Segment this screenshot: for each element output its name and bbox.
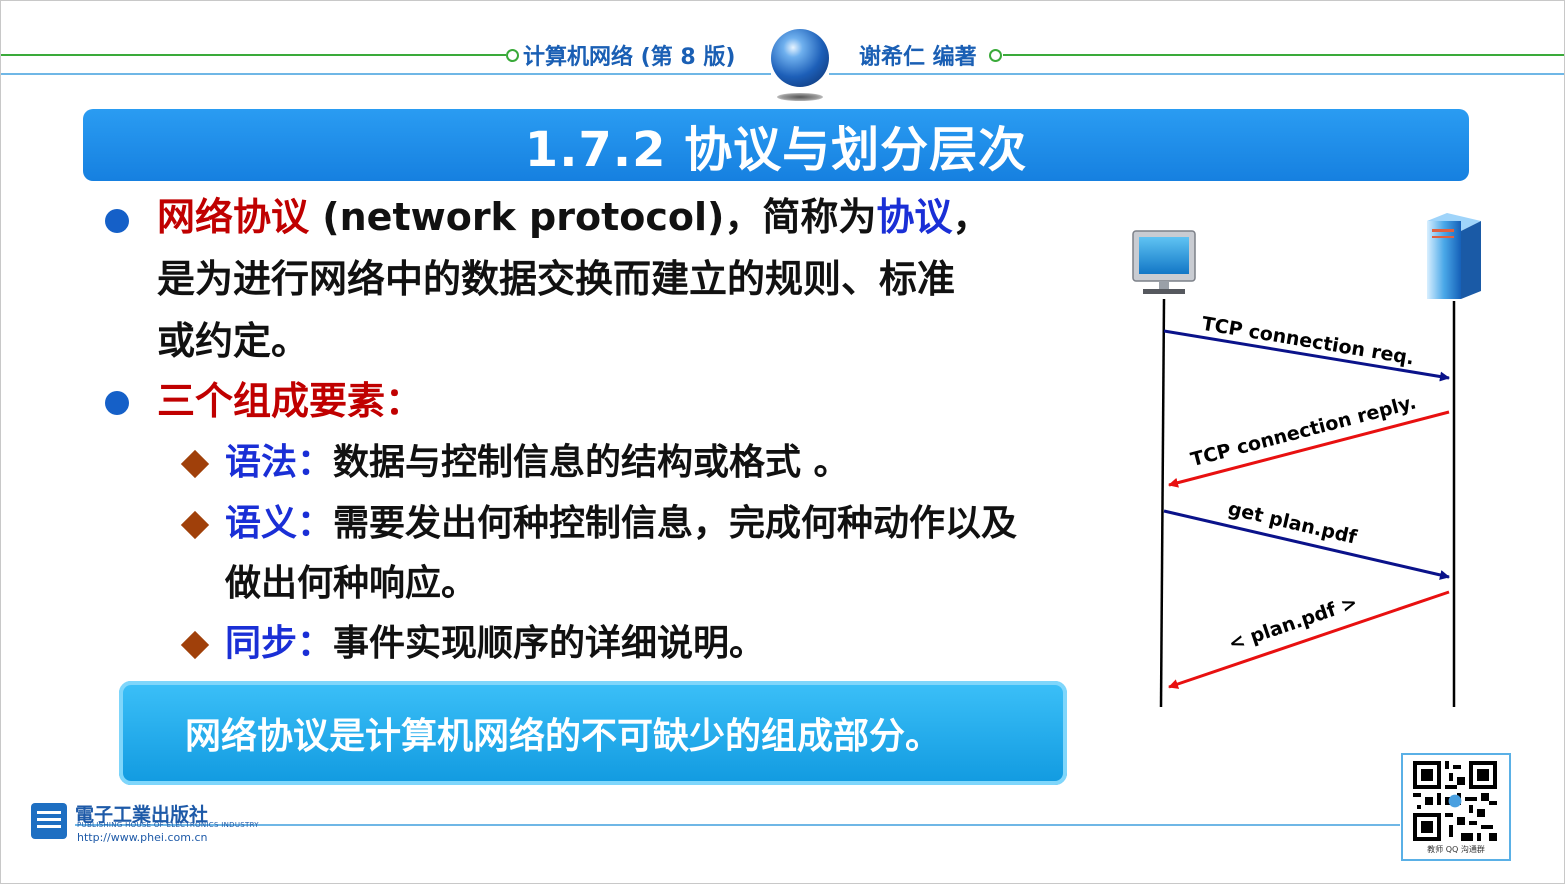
element-semantics-cont: 做出何种响应。: [225, 563, 478, 604]
book-title: 计算机网络 (第 8 版): [523, 45, 736, 70]
header-ring-icon: [989, 49, 1002, 62]
definition-line-3: 或约定。: [157, 319, 310, 363]
publisher-name-en: PUBLISHING HOUSE OF ELECTRONICS INDUSTRY: [77, 821, 259, 829]
header-ring-icon: [506, 49, 519, 62]
message-arrow-3: [1163, 509, 1450, 580]
title-banner: 1.7.2 协议与划分层次: [83, 109, 1469, 181]
header-underline-left: [1, 73, 771, 75]
bullet-icon: [105, 391, 129, 415]
callout-text: 网络协议是计算机网络的不可缺少的组成部分。: [185, 716, 942, 757]
header-line-left: [1, 54, 506, 56]
term-network-protocol: 网络协议: [157, 195, 310, 239]
server-tower-icon: [1427, 213, 1481, 299]
message-arrow-1: [1163, 329, 1450, 382]
globe-icon: [771, 29, 829, 87]
element-semantics: 语义：需要发出何种控制信息，完成何种动作以及: [225, 502, 1017, 545]
term-protocol: 协议: [876, 195, 953, 239]
qr-code-icon: [1413, 761, 1497, 841]
element-term: 语法：: [225, 442, 334, 483]
publisher-logo-icon: [31, 803, 67, 839]
message-arrow-4: [1168, 590, 1450, 689]
publisher-url[interactable]: http://www.phei.com.cn: [77, 831, 208, 844]
element-desc: 数据与控制信息的结构或格式 。: [333, 442, 850, 483]
header-underline-right: [829, 73, 1564, 75]
globe-shadow: [777, 93, 823, 101]
element-desc: 需要发出何种控制信息，完成何种动作以及: [333, 503, 1018, 544]
definition-punct: ，: [952, 195, 991, 239]
diamond-bullet-icon: [180, 449, 210, 479]
author: 谢希仁 编著: [859, 45, 977, 70]
diamond-bullet-icon: [180, 510, 210, 540]
message-arrow-2: [1168, 410, 1450, 488]
bullet-icon: [105, 209, 129, 233]
three-elements-heading: 三个组成要素：: [157, 379, 424, 423]
footer-line: [75, 824, 1400, 826]
callout-box: 网络协议是计算机网络的不可缺少的组成部分。: [119, 681, 1067, 785]
computer-monitor-icon: [1132, 230, 1196, 294]
qr-caption: 教师 QQ 沟通群: [1427, 845, 1485, 854]
diamond-bullet-icon: [180, 630, 210, 660]
element-timing: 同步：事件实现顺序的详细说明。: [225, 622, 765, 665]
qr-code: 教师 QQ 沟通群: [1401, 753, 1511, 861]
message-label-2: TCP connection reply.: [1188, 391, 1418, 471]
element-desc: 事件实现顺序的详细说明。: [333, 623, 766, 664]
client-lifeline: [1159, 298, 1166, 708]
definition-line-2: 是为进行网络中的数据交换而建立的规则、标准: [157, 257, 956, 301]
header-line-right: [1003, 54, 1564, 56]
definition-text: (network protocol)，简称为: [309, 195, 877, 239]
protocol-sequence-diagram: TCP connection req. TCP connection reply…: [1132, 213, 1481, 708]
element-syntax: 语法：数据与控制信息的结构或格式 。: [225, 441, 850, 484]
definition-line-1: 网络协议 (network protocol)，简称为协议，: [157, 195, 990, 241]
element-term: 同步：: [225, 623, 334, 664]
page-title: 1.7.2 协议与划分层次: [524, 122, 1028, 178]
publisher-name: 電子工業出版社: [75, 804, 209, 826]
element-term: 语义：: [225, 503, 334, 544]
